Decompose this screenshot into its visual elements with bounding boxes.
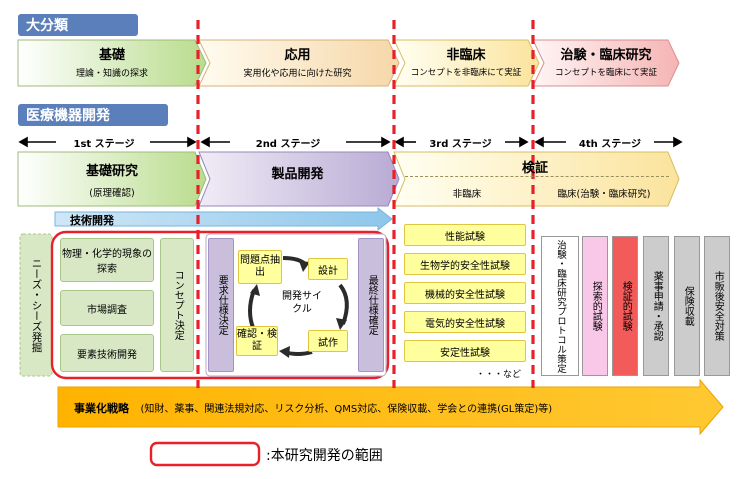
req-spec-label: 要求仕様決定 xyxy=(208,238,234,372)
phase-nonclinical-title: 非臨床 xyxy=(446,48,486,63)
stage-2-label: 2nd ステージ xyxy=(255,139,321,150)
strategy-title: 事業化戦略 xyxy=(74,402,129,415)
cycle-problem: 問題点抽出 xyxy=(238,250,282,284)
test-biological: 生物学的安全性試験 xyxy=(404,253,526,275)
dev-chevron-product xyxy=(198,151,400,207)
phase-chevron-applied xyxy=(198,39,400,87)
cycle-check: 確認・検証 xyxy=(236,326,278,356)
green-item-tech: 要素技術開発 xyxy=(60,334,154,372)
needs-box xyxy=(19,233,53,377)
phase-basic-title: 基礎 xyxy=(98,48,125,63)
phase-chevron-nonclinical xyxy=(393,39,540,87)
cycle-prototype: 試作 xyxy=(308,330,348,352)
clinical-exploratory: 探索的試験 xyxy=(582,236,608,376)
dev-chevron-basic xyxy=(17,151,207,207)
dev-basic-title: 基礎研究 xyxy=(85,164,138,179)
clinical-insurance: 保険収載 xyxy=(674,236,700,376)
tech-dev-label: 技術開発 xyxy=(70,214,114,227)
phase-nonclinical: 非臨床 コンセプトを非臨床にて実証 xyxy=(400,44,532,78)
phase-clinical: 治験・臨床研究 コンセプトを臨床にて実証 xyxy=(538,44,674,78)
verify-divider xyxy=(405,176,669,177)
phase-applied-title: 応用 xyxy=(284,48,311,63)
green-group-box xyxy=(50,230,390,380)
stage-arrows xyxy=(18,136,683,148)
strategy: 事業化戦略 (知財、薬事、関連法規対応、リスク分析、QMS対応、保険収載、学会と… xyxy=(74,400,552,416)
green-item-explore: 物理・化学的現象の探索 xyxy=(60,238,154,282)
stage-3-label: 3rd ステージ xyxy=(429,139,492,150)
dev-phase-basic: 基礎研究 (原理確認) xyxy=(18,160,206,199)
clinical-confirmatory: 検証的試験 xyxy=(612,236,638,376)
phase-applied: 応用 実用化や応用に向けた研究 xyxy=(205,44,390,79)
dev-basic-sub: (原理確認) xyxy=(89,188,135,199)
clinical-postmarket: 市販後安全対策 xyxy=(704,236,730,376)
phase-clinical-sub: コンセプトを臨床にて実証 xyxy=(554,68,657,78)
stage-boundaries xyxy=(196,20,535,388)
concept-label: コンセプト決定 xyxy=(160,238,194,372)
major-category-header: 大分類 xyxy=(18,14,138,36)
tests-etc: ・・・など xyxy=(476,370,522,380)
dev-verify-title: 検証 xyxy=(521,161,548,176)
phase-applied-sub: 実用化や応用に向けた研究 xyxy=(243,69,352,79)
phase-chevron-clinical xyxy=(532,39,680,87)
legend-box xyxy=(149,441,261,467)
strategy-detail: (知財、薬事、関連法規対応、リスク分析、QMS対応、保険収載、学会との連携(GL… xyxy=(140,404,553,415)
legend-label: :本研究開発の範囲 xyxy=(266,448,383,464)
test-performance: 性能試験 xyxy=(404,224,526,246)
medical-device-header: 医療機器開発 xyxy=(18,104,168,126)
final-spec-label: 最終仕様確定 xyxy=(358,238,384,372)
phase-clinical-title: 治験・臨床研究 xyxy=(560,48,652,63)
phase-nonclinical-sub: コンセプトを非臨床にて実証 xyxy=(410,68,522,78)
verify-sub-clinical: 臨床(治験・臨床研究) xyxy=(557,189,651,200)
clinical-approval: 薬事申請・承認 xyxy=(643,236,669,376)
verify-sub-nonclinical: 非臨床 xyxy=(452,189,482,200)
phase-chevron-basic xyxy=(17,39,207,87)
strategy-arrow xyxy=(57,378,724,436)
needs-label: ニーズ・シーズ発掘 xyxy=(30,257,43,353)
tech-dev-arrow xyxy=(54,206,393,232)
dev-product-title: 製品開発 xyxy=(271,167,324,182)
stage-4-label: 4th ステージ xyxy=(578,139,642,150)
phase-basic-sub: 理論・知識の探求 xyxy=(75,69,148,79)
test-electrical: 電気的安全性試験 xyxy=(404,311,526,333)
dev-chevron-verify xyxy=(393,151,680,207)
green-item-market: 市場調査 xyxy=(60,290,154,326)
cycle-center: 開発サイクル xyxy=(282,291,322,315)
cycle-design: 設計 xyxy=(308,258,348,280)
stage-1-label: 1st ステージ xyxy=(73,139,135,150)
phase-basic: 基礎 理論・知識の探求 xyxy=(18,44,206,79)
test-stability: 安定性試験 xyxy=(404,340,526,362)
clinical-protocol: 治験・臨床研究プロトコル策定 xyxy=(541,236,579,376)
test-mechanical: 機械的安全性試験 xyxy=(404,282,526,304)
